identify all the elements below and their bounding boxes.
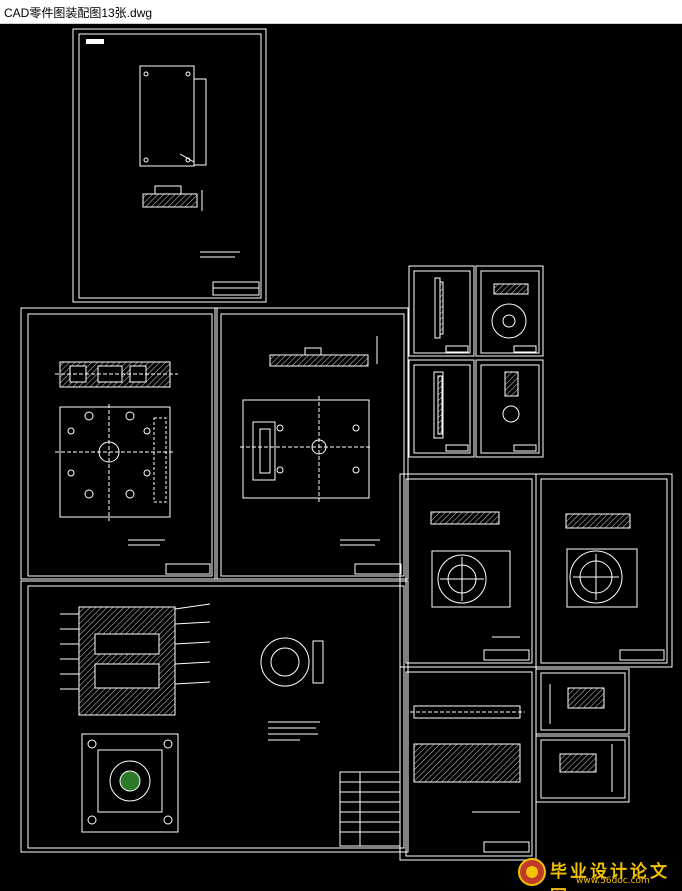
sheet-small-pin-a[interactable] [408, 265, 475, 357]
window-titlebar: CAD零件图装配图13张.dwg [0, 0, 682, 24]
sheet-assembly[interactable] [20, 580, 409, 853]
sheet-small-sleeve-b[interactable] [535, 735, 630, 803]
sheet-moving-plate[interactable] [214, 307, 409, 580]
sheet-small-bushing-b[interactable] [475, 359, 544, 458]
sheet-cavity-insert-b[interactable] [535, 473, 673, 668]
drawing-layer [20, 28, 673, 861]
sheet-cavity-insert-a[interactable] [399, 473, 537, 668]
watermark-logo: 毕业设计论文网 www.56doc.com [516, 857, 676, 891]
drawing-canvas[interactable]: 毕业设计论文网 www.56doc.com [0, 24, 682, 891]
sheet-small-bushing-a[interactable] [475, 265, 544, 357]
sheet-fixed-plate[interactable] [20, 307, 218, 580]
watermark-brand: 毕业设计论文网 [550, 862, 670, 891]
sheet-small-sleeve-a[interactable] [535, 668, 630, 735]
watermark-url: www.56doc.com [576, 876, 650, 886]
sheet-small-pin-b[interactable] [408, 359, 475, 458]
window-title: CAD零件图装配图13张.dwg [4, 6, 153, 20]
watermark-emblem-icon [518, 858, 546, 886]
sheet-top-plate[interactable] [72, 28, 267, 303]
sheet-core-pin[interactable] [399, 666, 537, 861]
